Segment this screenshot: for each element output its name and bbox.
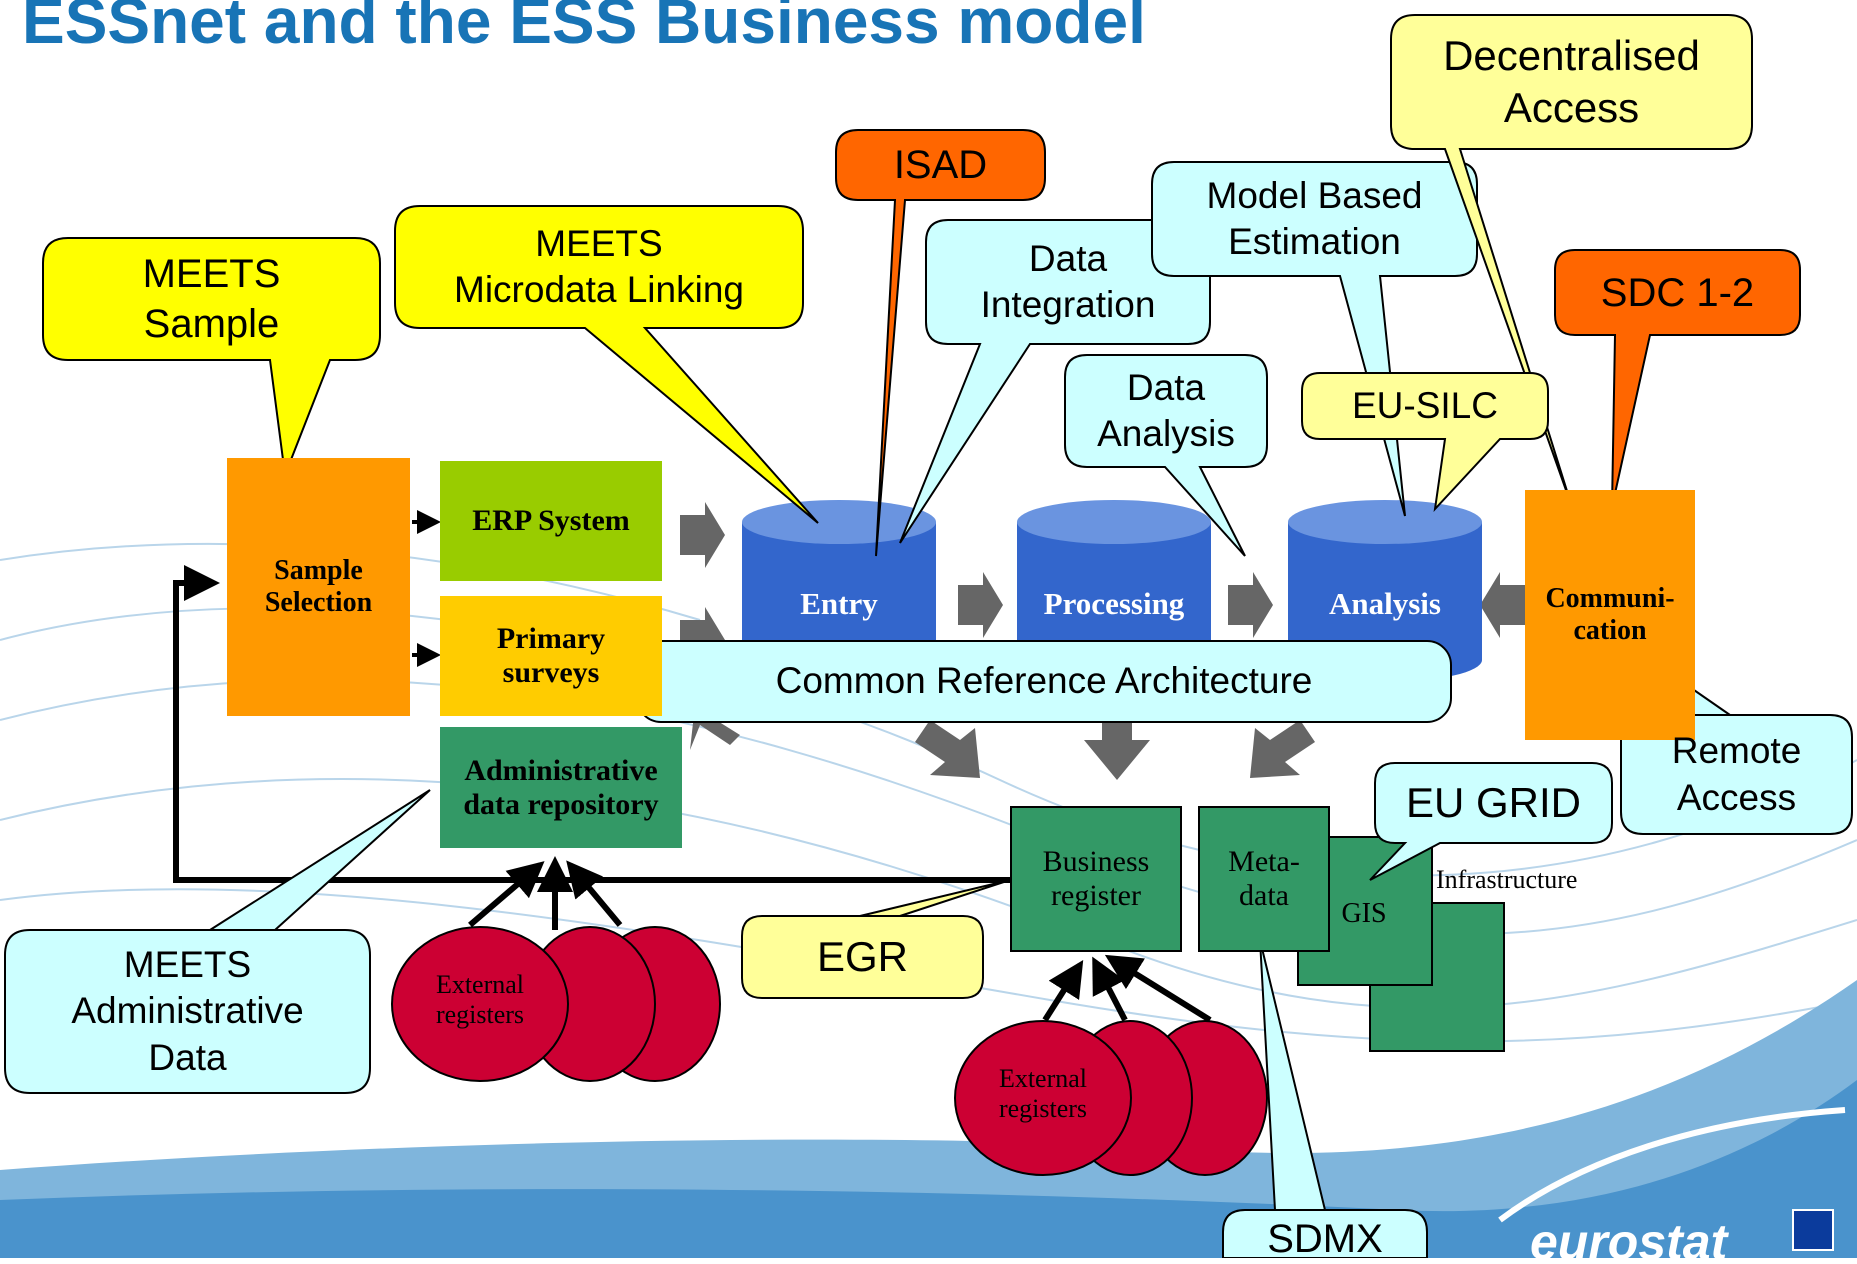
callout-meets-admin: MEETS Administrative Data [71, 944, 304, 1078]
callout-common-reference: Common Reference Architecture [775, 660, 1313, 702]
gis-label: GIS [1341, 898, 1387, 929]
callout-sdc: SDC 1-2 [1600, 270, 1755, 315]
external-registers-left-label: External registers [435, 970, 525, 1029]
business-register-box: Business register [1010, 806, 1182, 952]
infrastructure-label: Infrastructure [1436, 865, 1578, 894]
external-registers-left-icon [391, 926, 569, 1082]
callout-data-integration: Data Integration [980, 237, 1156, 325]
callout-meets-microdata: MEETS Microdata Linking [454, 222, 744, 310]
eu-flag-icon [1792, 1209, 1834, 1251]
callout-meets-sample-shape [42, 237, 381, 476]
external-registers-right-icon [954, 1020, 1132, 1176]
bottom-blue-band [0, 980, 1857, 1258]
eurostat-logo: eurostat [1530, 1214, 1728, 1258]
metadata-box: Meta- data [1198, 806, 1330, 952]
analysis-label: Analysis [1329, 586, 1441, 621]
communication-box: Communi- cation [1525, 490, 1695, 740]
callout-meets-sample: MEETS Sample [142, 252, 281, 346]
page-title: ESSnet and the ESS Business model [22, 0, 1146, 57]
callout-sdmx: SDMX [1267, 1217, 1383, 1261]
sample-selection-box: Sample Selection [227, 458, 410, 716]
callout-model-based: Model Based Estimation [1206, 174, 1423, 262]
callout-eu-silc: EU-SILC [1352, 384, 1498, 426]
callout-decentralised: Decentralised Access [1443, 31, 1700, 132]
primary-surveys-box: Primary surveys [440, 596, 662, 716]
callout-data-analysis: Data Analysis [1097, 366, 1235, 454]
admin-repository-box: Administrative data repository [440, 727, 682, 848]
external-registers-right-label: External registers [998, 1064, 1088, 1123]
callout-eu-grid: EU GRID [1405, 778, 1581, 826]
erp-system-box: ERP System [440, 461, 662, 581]
callout-remote-access: Remote Access [1671, 730, 1802, 818]
processing-label: Processing [1043, 586, 1185, 621]
callout-egr: EGR [816, 932, 908, 980]
callout-isad: ISAD [893, 143, 988, 187]
entry-label: Entry [800, 586, 878, 621]
